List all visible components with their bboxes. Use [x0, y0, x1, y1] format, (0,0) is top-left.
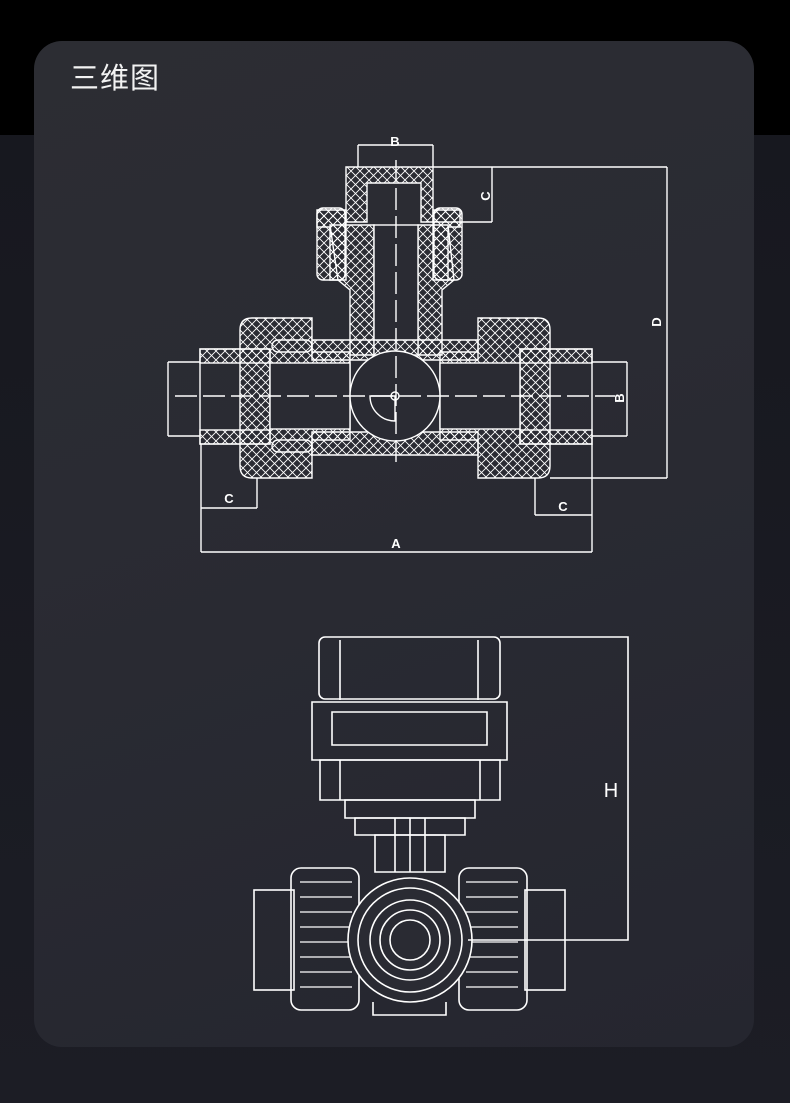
dim-label-h: H	[604, 780, 618, 802]
top-stem-hatch	[345, 166, 434, 223]
dim-label-c-right: C	[558, 499, 568, 514]
dim-label-a: A	[391, 536, 401, 551]
dim-label-d: D	[649, 317, 664, 326]
card-title: 三维图	[70, 61, 161, 95]
dim-label-b-right: B	[612, 393, 627, 402]
front-drawing	[253, 636, 629, 1016]
dim-label-c-top: C	[478, 191, 493, 201]
dim-label-c-left: C	[224, 491, 234, 506]
dim-label-b-top: B	[390, 134, 399, 149]
